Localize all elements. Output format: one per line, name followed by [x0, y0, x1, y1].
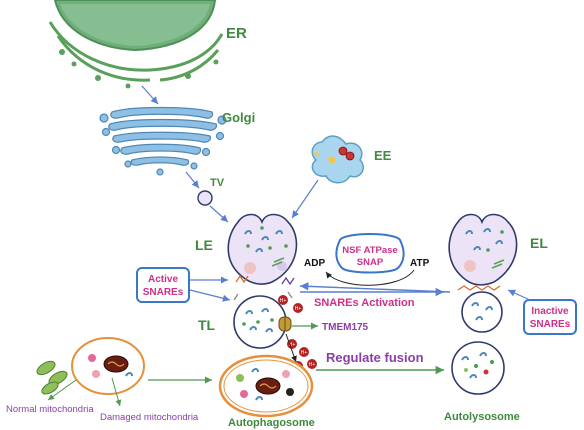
golgi-to-tv-arrow	[185, 171, 200, 189]
proton-ion-label: H+	[295, 306, 302, 312]
inactive-snares-label-line2: SNAREs	[530, 319, 571, 330]
inactive-snares-label-line1: Inactive	[531, 306, 569, 317]
ion-efflux-arrow	[285, 333, 297, 363]
autophagosome-icon	[218, 354, 314, 418]
active-snares-box: Active SNAREs	[136, 267, 190, 303]
active-snares-label-line2: SNAREs	[143, 287, 184, 298]
autophagosome-label: Autophagosome	[228, 417, 315, 429]
snare-complex-icon	[233, 274, 295, 301]
tmem175-label: TMEM175	[322, 322, 369, 333]
nsf-label-line2: SNAP	[357, 257, 384, 268]
snares-activation-arrow-back	[299, 282, 451, 293]
atp-label: ATP	[410, 258, 430, 269]
tl-label: TL	[198, 317, 216, 333]
normal-mito-arrow	[47, 379, 77, 401]
mitochondria-icon	[36, 337, 145, 395]
ee-label: EE	[374, 148, 392, 163]
regulate-fusion-label: Regulate fusion	[326, 350, 424, 365]
adp-label: ADP	[304, 258, 325, 269]
tertiary-lysosome-icon	[233, 295, 287, 349]
tv-to-le-arrow	[209, 205, 229, 223]
transport-vesicle-icon	[197, 190, 213, 206]
er-icon	[48, 0, 224, 89]
le-label: LE	[195, 237, 213, 253]
golgi-icon	[99, 106, 227, 176]
snares-activation-label: SNAREs Activation	[314, 297, 415, 309]
active-snares-to-tl-arrow	[189, 289, 231, 302]
autolysosome-label: Autolysosome	[444, 411, 520, 423]
er-to-golgi-arrow	[141, 85, 159, 105]
active-snares-label-line1: Active	[148, 274, 178, 285]
nsf-label-line1: NSF ATPase	[342, 245, 397, 256]
damaged-mitochondria-label: Damaged mitochondria	[100, 412, 199, 423]
tv-label: TV	[210, 177, 225, 189]
inactive-snares-box: Inactive SNAREs	[523, 299, 577, 335]
tmem175-channel-icon	[278, 316, 292, 332]
damaged-mito-arrow	[111, 377, 122, 407]
inactive-snares-arrow	[507, 289, 531, 301]
el-label: EL	[530, 235, 548, 251]
ee-to-le-arrow	[291, 179, 319, 219]
late-endosome-icon	[227, 213, 298, 285]
er-label: ER	[226, 25, 247, 42]
golgi-label: Golgi	[222, 110, 255, 125]
proton-ion-label: H+	[289, 342, 296, 348]
early-endosome-icon	[311, 135, 364, 184]
nsf-snap-box: NSF ATPase SNAP	[335, 233, 405, 274]
normal-mitochondria-label: Normal mitochondria	[6, 404, 94, 415]
proton-ion-label: H+	[301, 350, 308, 356]
autolysosome-icon	[451, 341, 505, 395]
atp-hydrolysis-arrow	[325, 269, 415, 286]
proton-ion-label: H+	[280, 298, 287, 304]
proton-ion-label: H+	[309, 362, 316, 368]
endolysosome-icon	[448, 213, 518, 333]
